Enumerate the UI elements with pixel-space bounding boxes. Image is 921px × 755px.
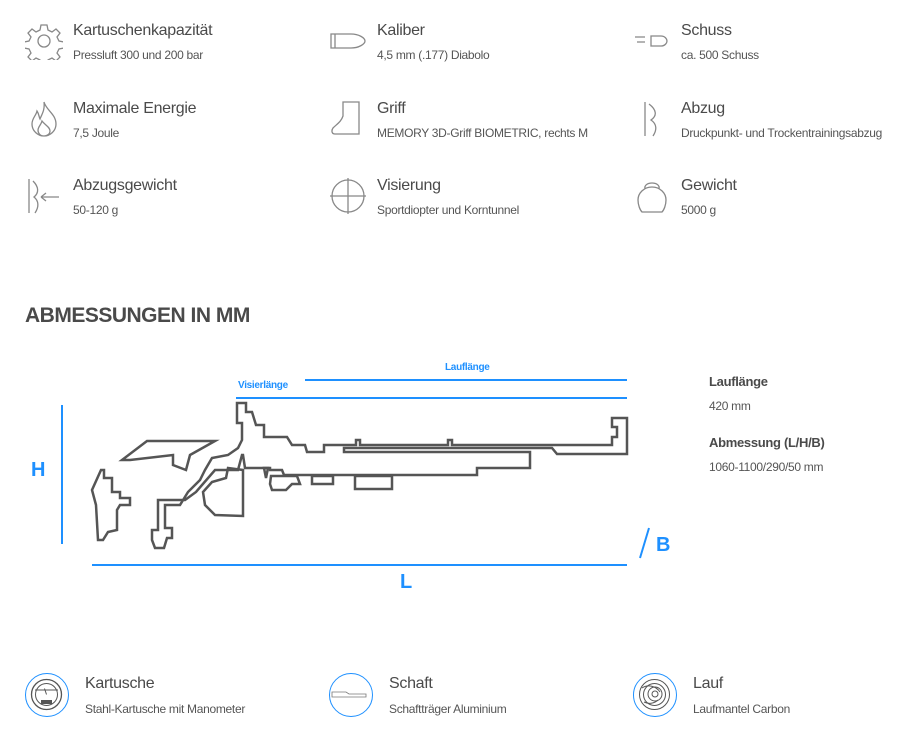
spec-shots: Schuss ca. 500 Schuss [633, 22, 921, 72]
length-label: L [400, 571, 413, 593]
feature-title: Kartusche [85, 675, 155, 692]
spec-sight: Visierung Sportdiopter und Korntunnel [329, 177, 619, 227]
spec-title: Schuss [681, 22, 732, 39]
spec-title: Kaliber [377, 22, 425, 39]
spec-value: Druckpunkt- und Trockentrainingsabzug [681, 126, 883, 140]
size-title: Abmessung (L/H/B) [709, 435, 825, 450]
barrel-length-label: Lauflänge [445, 362, 490, 373]
spec-caliber: Kaliber 4,5 mm (.177) Diabolo [329, 22, 619, 72]
sight-length-label: Visierlänge [238, 380, 288, 391]
spec-value: ca. 500 Schuss [681, 48, 759, 62]
spec-max-energy: Maximale Energie 7,5 Joule [25, 100, 315, 150]
spec-title: Abzugsgewicht [73, 177, 177, 194]
dimensions-heading: ABMESSUNGEN IN MM [25, 304, 250, 327]
spec-title: Visierung [377, 177, 441, 194]
stock-icon [329, 673, 373, 717]
spec-value: Pressluft 300 und 200 bar [73, 48, 203, 62]
spec-title: Abzug [681, 100, 725, 117]
rifle-outline [90, 401, 629, 550]
bullet-icon [330, 33, 366, 49]
spec-value: Sportdiopter und Korntunnel [377, 203, 520, 217]
width-line [639, 527, 650, 559]
spec-value: 50-120 g [73, 203, 118, 217]
spec-value: 7,5 Joule [73, 126, 120, 140]
feature-stock: Schaft Schaftträger Aluminium [329, 673, 609, 723]
gear-icon [25, 24, 63, 60]
spec-value: 4,5 mm (.177) Diabolo [377, 48, 490, 62]
spec-title: Maximale Energie [73, 100, 197, 117]
cartridge-icon [25, 673, 69, 717]
spec-cartridge-capacity: Kartuschenkapazität Pressluft 300 und 20… [25, 22, 315, 72]
feature-title: Lauf [693, 675, 723, 692]
barrel-length-title: Lauflänge [709, 374, 768, 389]
spec-weight: Gewicht 5000 g [633, 177, 921, 227]
feature-title: Schaft [389, 675, 433, 692]
shot-icon [635, 35, 668, 47]
height-label: H [31, 459, 46, 481]
trigger-weight-icon [28, 179, 59, 214]
feature-value: Stahl-Kartusche mit Manometer [85, 702, 246, 716]
feature-value: Schaftträger Aluminium [389, 702, 507, 716]
spec-title: Griff [377, 100, 406, 117]
feature-value: Laufmantel Carbon [693, 702, 790, 716]
spec-trigger: Abzug Druckpunkt- und Trockentrainingsab… [633, 100, 921, 150]
spec-grip: Griff MEMORY 3D-Griff BIOMETRIC, rechts … [329, 100, 619, 150]
barrel-length-value: 420 mm [709, 399, 751, 413]
trigger-icon [644, 102, 657, 137]
barrel-icon [633, 673, 677, 717]
grip-icon [331, 101, 360, 135]
spec-trigger-weight: Abzugsgewicht 50-120 g [25, 177, 315, 227]
spec-title: Kartuschenkapazität [73, 22, 213, 39]
spec-title: Gewicht [681, 177, 737, 194]
width-label: B [656, 534, 671, 556]
feature-barrel: Lauf Laufmantel Carbon [633, 673, 913, 723]
flame-icon [31, 101, 57, 137]
feature-cartridge: Kartusche Stahl-Kartusche mit Manometer [25, 673, 305, 723]
size-value: 1060-1100/290/50 mm [709, 460, 824, 474]
spec-value: MEMORY 3D-Griff BIOMETRIC, rechts M [377, 126, 588, 140]
crosshair-icon [330, 178, 366, 214]
kettlebell-icon [637, 182, 667, 213]
spec-value: 5000 g [681, 203, 716, 217]
